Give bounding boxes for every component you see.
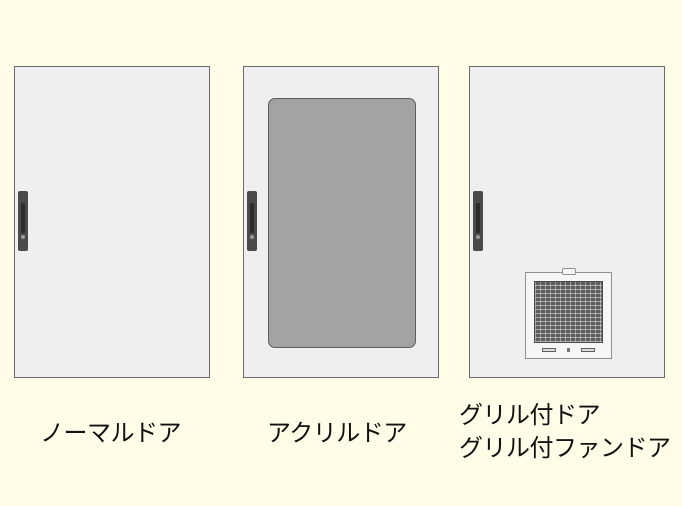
door-handle-icon (247, 191, 257, 251)
fan-grille-icon (525, 268, 612, 359)
grille-tab (562, 268, 576, 275)
grille-door-label: グリル付ドア (459, 401, 601, 429)
grille-slot-left (542, 348, 556, 352)
grille-slot-right (581, 348, 595, 352)
normal-door-label: ノーマルドア (40, 419, 182, 447)
door-handle-icon (473, 191, 483, 251)
normal-door (14, 66, 210, 378)
grille-pin (567, 348, 570, 352)
grille-door (469, 66, 665, 378)
door-handle-icon (18, 191, 28, 251)
grille-mesh (534, 281, 603, 343)
acrylic-door-label: アクリルドア (267, 419, 407, 447)
grille-fan-door-label: グリル付ファンドア (459, 434, 671, 462)
acrylic-door (243, 66, 439, 378)
acrylic-window (268, 98, 416, 348)
